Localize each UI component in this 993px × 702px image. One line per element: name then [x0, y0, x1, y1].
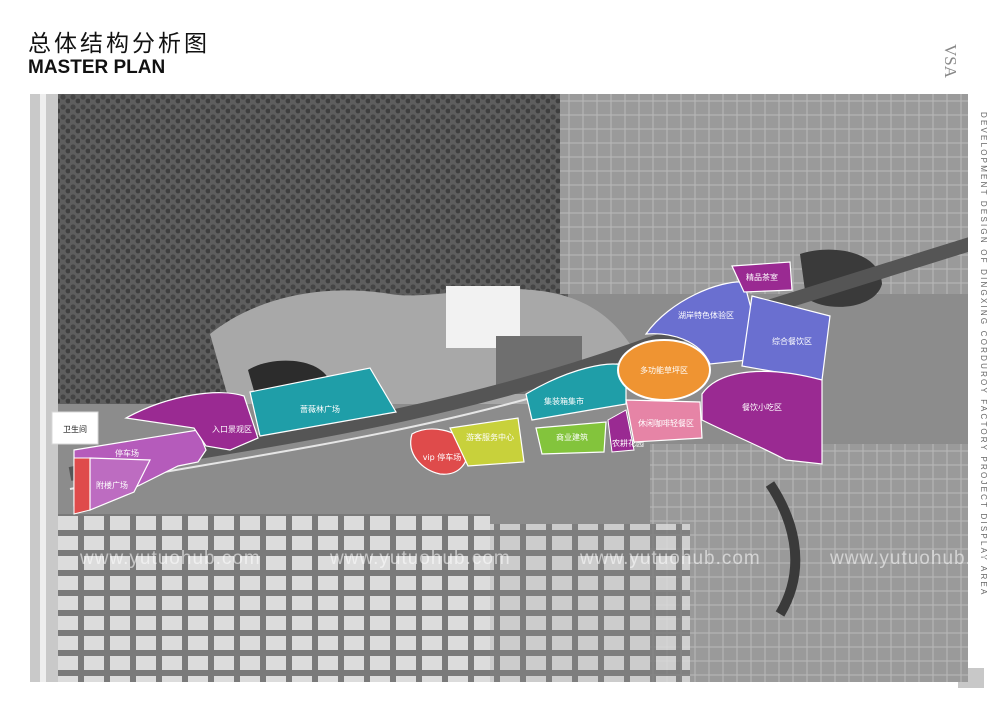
highway-lane — [40, 94, 46, 682]
zone-label-parking: 停车场 — [115, 448, 139, 458]
zone-entrance-plaza[interactable]: 附楼广场 — [73, 457, 151, 515]
zone-label-lakeside: 湖岸特色体验区 — [678, 310, 734, 320]
project-subtitle-vertical: DEVELOPMENT DESIGN OF DINGXING CORDUROY … — [979, 112, 988, 597]
zone-label-visitor-center: 游客服务中心 — [466, 432, 514, 442]
master-plan-map: 卫生间 停车场 附楼广场 入口景观区 蔷薇林广场 vip 停车场 游客服务中心 — [30, 94, 968, 682]
watermark-3: www.yutuohub.com — [580, 548, 761, 569]
village-roofs — [490, 524, 690, 682]
zone-label-market: 集装箱集市 — [544, 396, 584, 406]
zone-label-rose-plaza: 蔷薇林广场 — [300, 404, 340, 414]
factory-roofs-southwest — [30, 514, 490, 682]
page-title-cn: 总体结构分析图 — [28, 31, 210, 57]
zone-label-vip-parking: vip 停车场 — [423, 452, 462, 462]
zone-label-entrance-plaza: 附楼广场 — [96, 480, 128, 490]
zone-toilet[interactable]: 卫生间 — [51, 411, 99, 445]
page-title-en: MASTER PLAN — [28, 57, 166, 78]
zone-commercial[interactable]: 商业建筑 — [535, 421, 607, 455]
zone-label-commercial: 商业建筑 — [556, 432, 588, 442]
zone-label-tea-room: 精品茶室 — [746, 272, 778, 282]
zone-label-cafe: 休闲咖啡轻餐区 — [638, 418, 694, 428]
zone-tea-room[interactable]: 精品茶室 — [731, 261, 793, 293]
zone-farm-garden[interactable]: 农耕花园 — [607, 409, 644, 453]
zone-vip-parking[interactable]: vip 停车场 — [410, 428, 469, 475]
zone-lawn[interactable]: 多功能草坪区 — [617, 339, 711, 401]
zone-entrance-landscape[interactable]: 入口景观区 — [124, 392, 259, 451]
logo: VSA — [941, 44, 960, 79]
watermark-2: www.yutuohub.com — [330, 548, 511, 569]
zone-label-lawn: 多功能草坪区 — [640, 365, 688, 375]
zone-label-toilet: 卫生间 — [63, 424, 87, 434]
zone-label-entrance-landscape: 入口景观区 — [212, 425, 252, 434]
zone-snack[interactable]: 餐饮小吃区 — [701, 370, 823, 465]
watermark-4: www.yutuohub.com — [830, 548, 993, 569]
zone-label-farm-garden: 农耕花园 — [612, 438, 644, 448]
river-bend — [765, 481, 801, 617]
zone-label-dining: 综合餐饮区 — [772, 336, 812, 346]
zone-visitor-center[interactable]: 游客服务中心 — [449, 417, 525, 467]
farm-fields-southeast — [650, 444, 968, 682]
zone-market[interactable]: 集装箱集市 — [525, 363, 627, 421]
zone-label-snack: 餐饮小吃区 — [742, 402, 782, 412]
zone-rose-plaza[interactable]: 蔷薇林广场 — [249, 367, 397, 437]
watermark-1: www.yutuohub.com — [80, 548, 261, 569]
map-svg: 卫生间 停车场 附楼广场 入口景观区 蔷薇林广场 vip 停车场 游客服务中心 — [30, 94, 968, 682]
zone-cafe[interactable]: 休闲咖啡轻餐区 — [625, 399, 703, 443]
